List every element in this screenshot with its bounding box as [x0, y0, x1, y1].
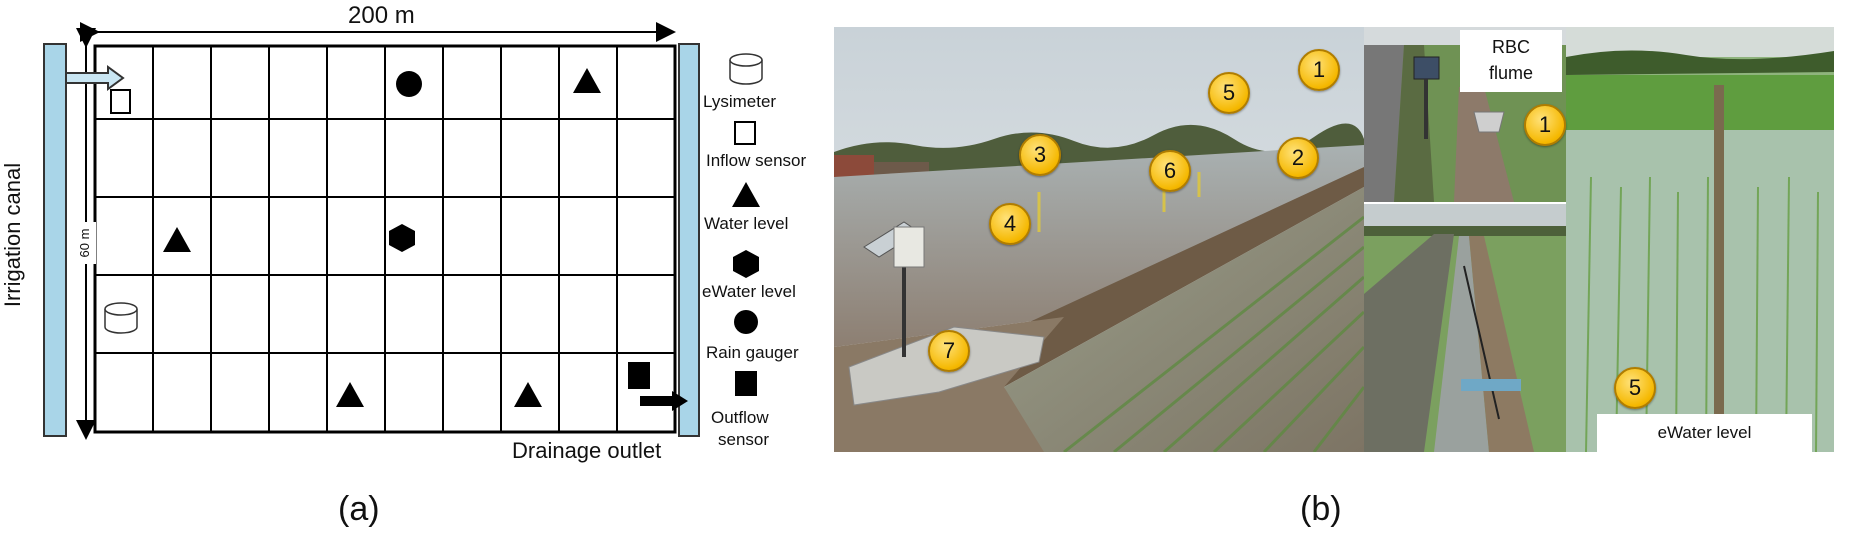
panel-b-caption: (b)	[1300, 490, 1342, 528]
badge-1: 1	[1298, 49, 1340, 91]
legend-lysimeter: Lysimeter	[703, 92, 777, 111]
lysimeter-marker	[104, 302, 138, 334]
drainage-canal-bar	[678, 43, 700, 437]
rbc-flume-label-line2: flume	[1488, 63, 1533, 83]
badge-ewater-5: 5	[1614, 367, 1656, 409]
height-label: 60 m	[77, 228, 92, 258]
water-level-marker	[514, 382, 542, 407]
panel-a-caption: (a)	[338, 490, 380, 528]
canal-graphic	[1364, 204, 1566, 452]
rain-gauge-marker	[396, 71, 422, 97]
inflow-arrow	[65, 65, 125, 91]
ewater-level-label: eWater level	[1597, 414, 1812, 452]
badge-2: 2	[1277, 137, 1319, 179]
rbc-flume-label-line1: RBC	[1491, 37, 1530, 57]
badge-3: 3	[1019, 134, 1061, 176]
badge-7: 7	[928, 330, 970, 372]
drainage-outlet-label: Drainage outlet	[512, 438, 662, 463]
badge-6: 6	[1149, 150, 1191, 192]
field-grid	[95, 46, 675, 432]
legend-ewater-level: eWater level	[702, 282, 796, 301]
ewater-level-photo	[1566, 27, 1834, 452]
outflow-sensor-marker	[628, 362, 650, 389]
ewater-level-marker	[389, 224, 415, 252]
water-level-marker	[336, 382, 364, 407]
hexagon-icon	[733, 250, 759, 278]
badge-5: 5	[1208, 72, 1250, 114]
cylinder-icon	[729, 53, 763, 85]
canal-photo	[1364, 204, 1566, 452]
irrigation-canal-label: Irrigation canal	[0, 162, 25, 308]
inflow-sensor-marker	[110, 89, 131, 114]
field-layout-diagram	[43, 22, 763, 440]
outflow-arrow	[640, 391, 688, 411]
legend-outflow-sensor: sensor	[718, 430, 770, 449]
height-label-bg	[78, 222, 96, 264]
square-filled-icon	[735, 371, 757, 396]
ewater-level-graphic	[1566, 27, 1834, 452]
irrigation-canal-bar	[43, 43, 67, 437]
legend-outflow: Outflow	[711, 408, 769, 427]
badge-rbc-1: 1	[1524, 104, 1566, 146]
width-label: 200 m	[348, 2, 415, 29]
legend-water-level: Water level	[704, 214, 789, 233]
water-level-marker	[573, 68, 601, 93]
rbc-flume-label: RBC flume	[1460, 30, 1562, 92]
circle-icon	[734, 310, 758, 334]
water-level-marker	[163, 227, 191, 252]
field-photo	[834, 27, 1364, 452]
triangle-icon	[732, 182, 760, 207]
square-outline-icon	[734, 121, 756, 145]
legend-rain-gauger: Rain gauger	[706, 343, 799, 362]
badge-4: 4	[989, 203, 1031, 245]
legend-inflow-sensor: Inflow sensor	[706, 151, 807, 170]
field-photo-graphic	[834, 27, 1364, 452]
